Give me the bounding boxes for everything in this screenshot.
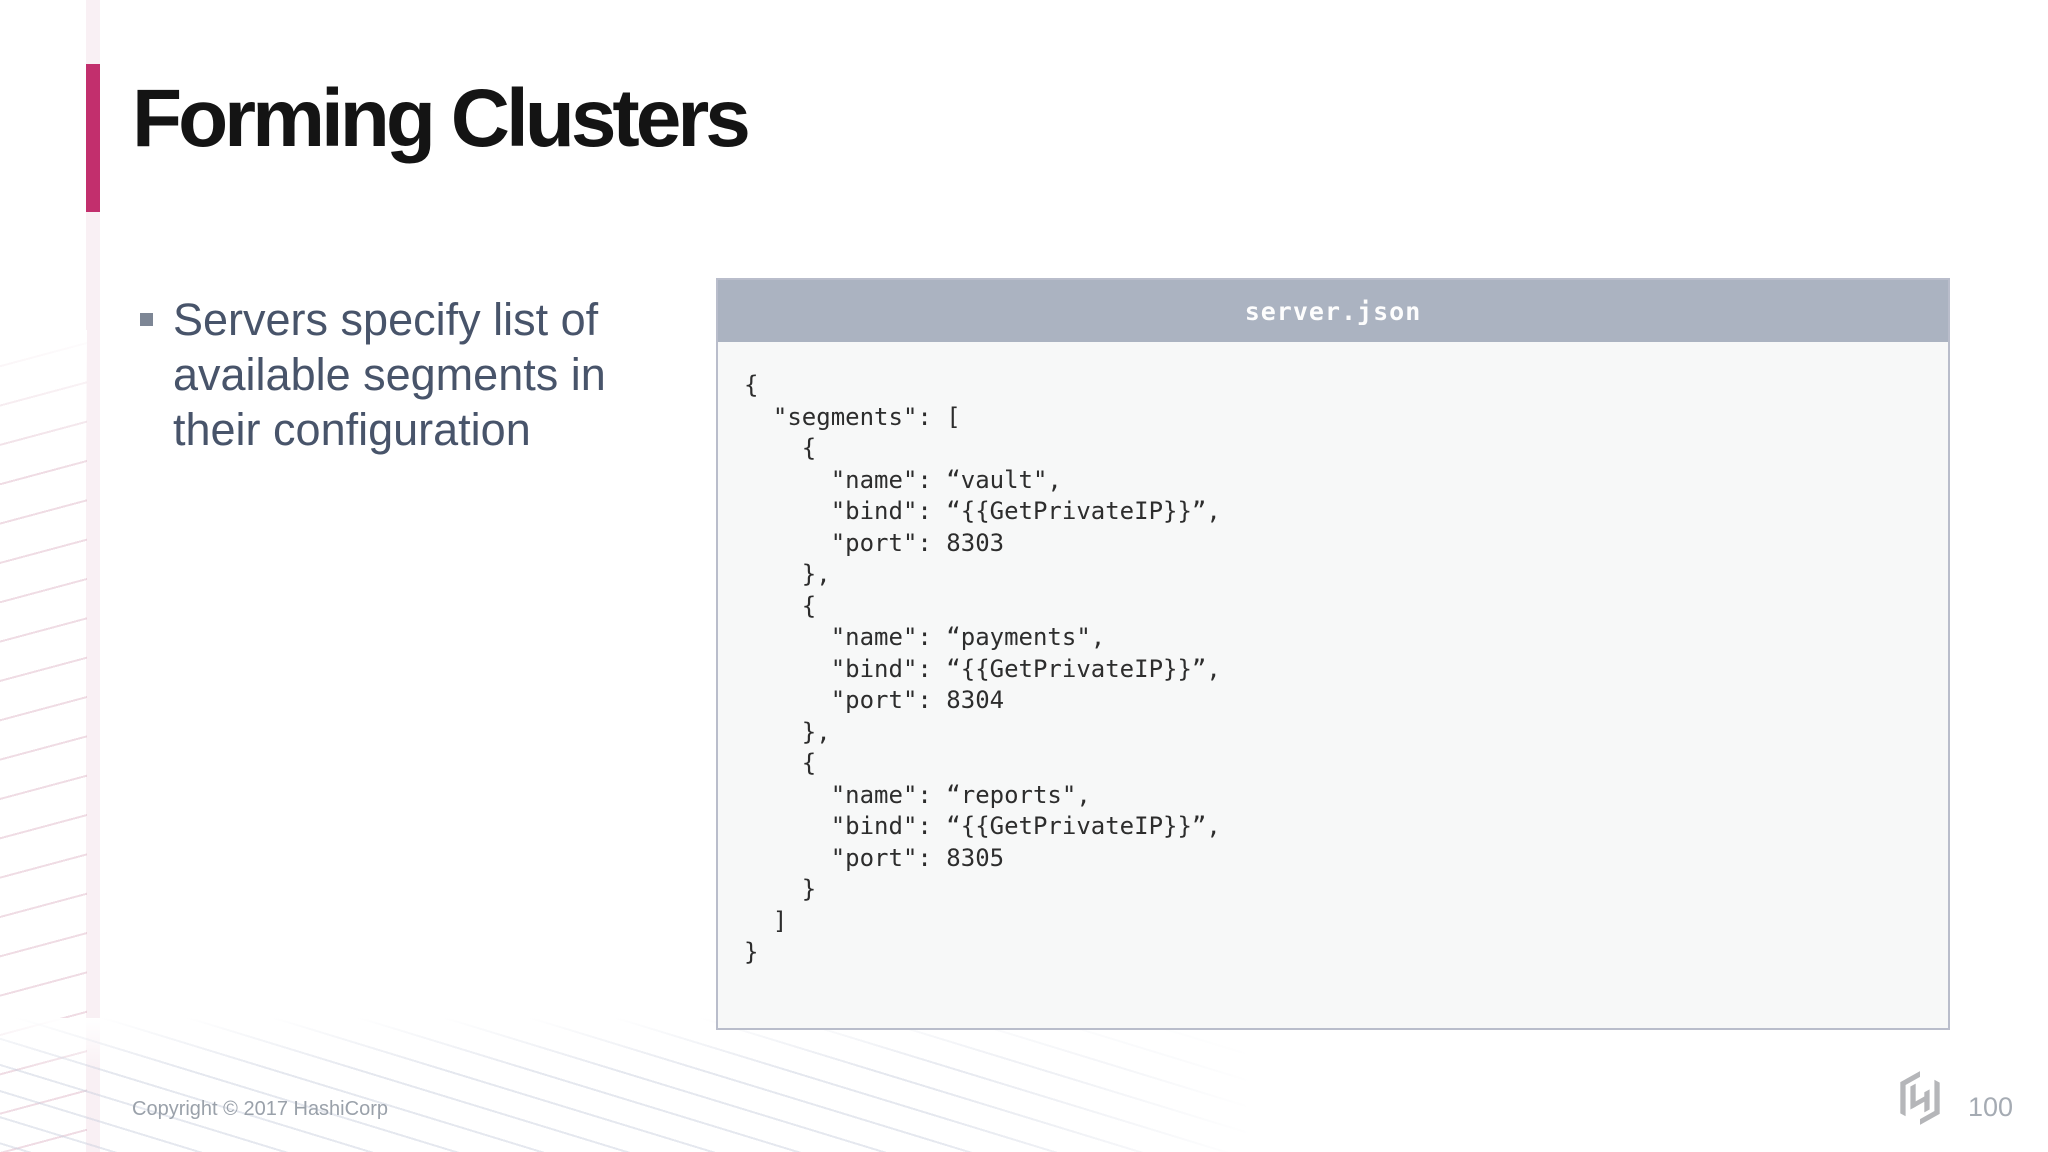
- bullet-text: Servers specify list of available segmen…: [173, 294, 606, 455]
- bullet-item: Servers specify list of available segmen…: [140, 292, 606, 457]
- copyright-text: Copyright © 2017 HashiCorp: [132, 1098, 388, 1120]
- bullet-square-icon: [140, 313, 153, 326]
- page-number: 100: [1968, 1092, 2014, 1122]
- code-window: server.json { "segments": [ { "name": “v…: [716, 278, 1950, 1030]
- bottom-diagonal-pattern: [0, 1018, 1290, 1152]
- hashicorp-logo-icon: [1900, 1071, 1940, 1125]
- code-content: { "segments": [ { "name": “vault", "bind…: [744, 371, 1221, 966]
- slide-title: Forming Clusters: [132, 73, 751, 164]
- left-accent-strip: [86, 0, 100, 1152]
- code-filename: server.json: [1244, 296, 1422, 326]
- left-diagonal-pattern: [0, 330, 87, 1152]
- title-accent-bar: [86, 64, 100, 212]
- code-window-header: server.json: [718, 280, 1948, 342]
